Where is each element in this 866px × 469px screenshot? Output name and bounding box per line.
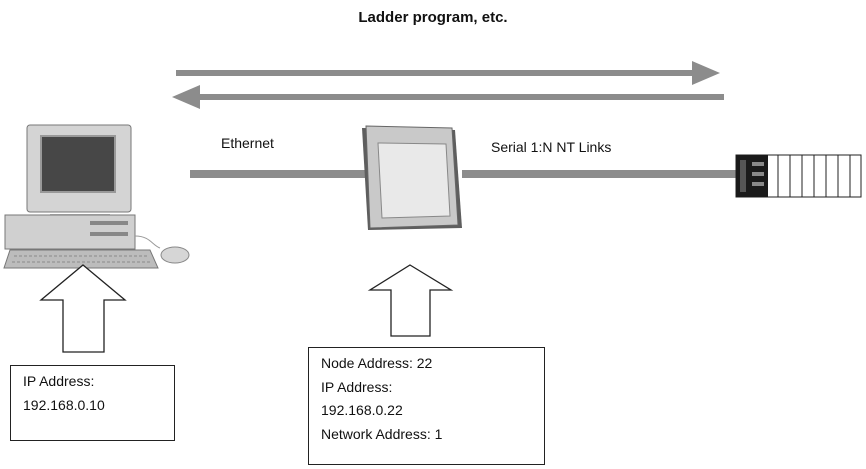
pc-ip-label: IP Address:: [23, 373, 95, 389]
serial-link-label: Serial 1:N NT Links: [491, 139, 612, 155]
pc-up-arrow-icon: [39, 264, 127, 353]
ethernet-line: [190, 170, 368, 178]
plc-rack-icon: [735, 154, 862, 198]
transfer-arrow-left-icon: [172, 85, 724, 109]
transfer-arrow-right-icon: [176, 61, 720, 85]
pc-address-box: IP Address: 192.168.0.10: [10, 365, 175, 441]
personal-computer-icon: [3, 124, 190, 269]
ethernet-label: Ethernet: [221, 135, 274, 151]
terminal-address-box: Node Address: 22 IP Address: 192.168.0.2…: [308, 347, 545, 465]
terminal-network-address: Network Address: 1: [321, 425, 443, 442]
terminal-up-arrow-icon: [367, 264, 454, 337]
diagram-title: Ladder program, etc.: [358, 9, 508, 26]
serial-line: [462, 170, 740, 178]
pc-ip-value: 192.168.0.10: [23, 396, 105, 413]
touch-panel-terminal-icon: [362, 125, 462, 230]
terminal-node-address: Node Address: 22: [321, 355, 433, 371]
terminal-ip-label: IP Address:: [321, 378, 393, 395]
terminal-ip-value: 192.168.0.22: [321, 402, 403, 418]
